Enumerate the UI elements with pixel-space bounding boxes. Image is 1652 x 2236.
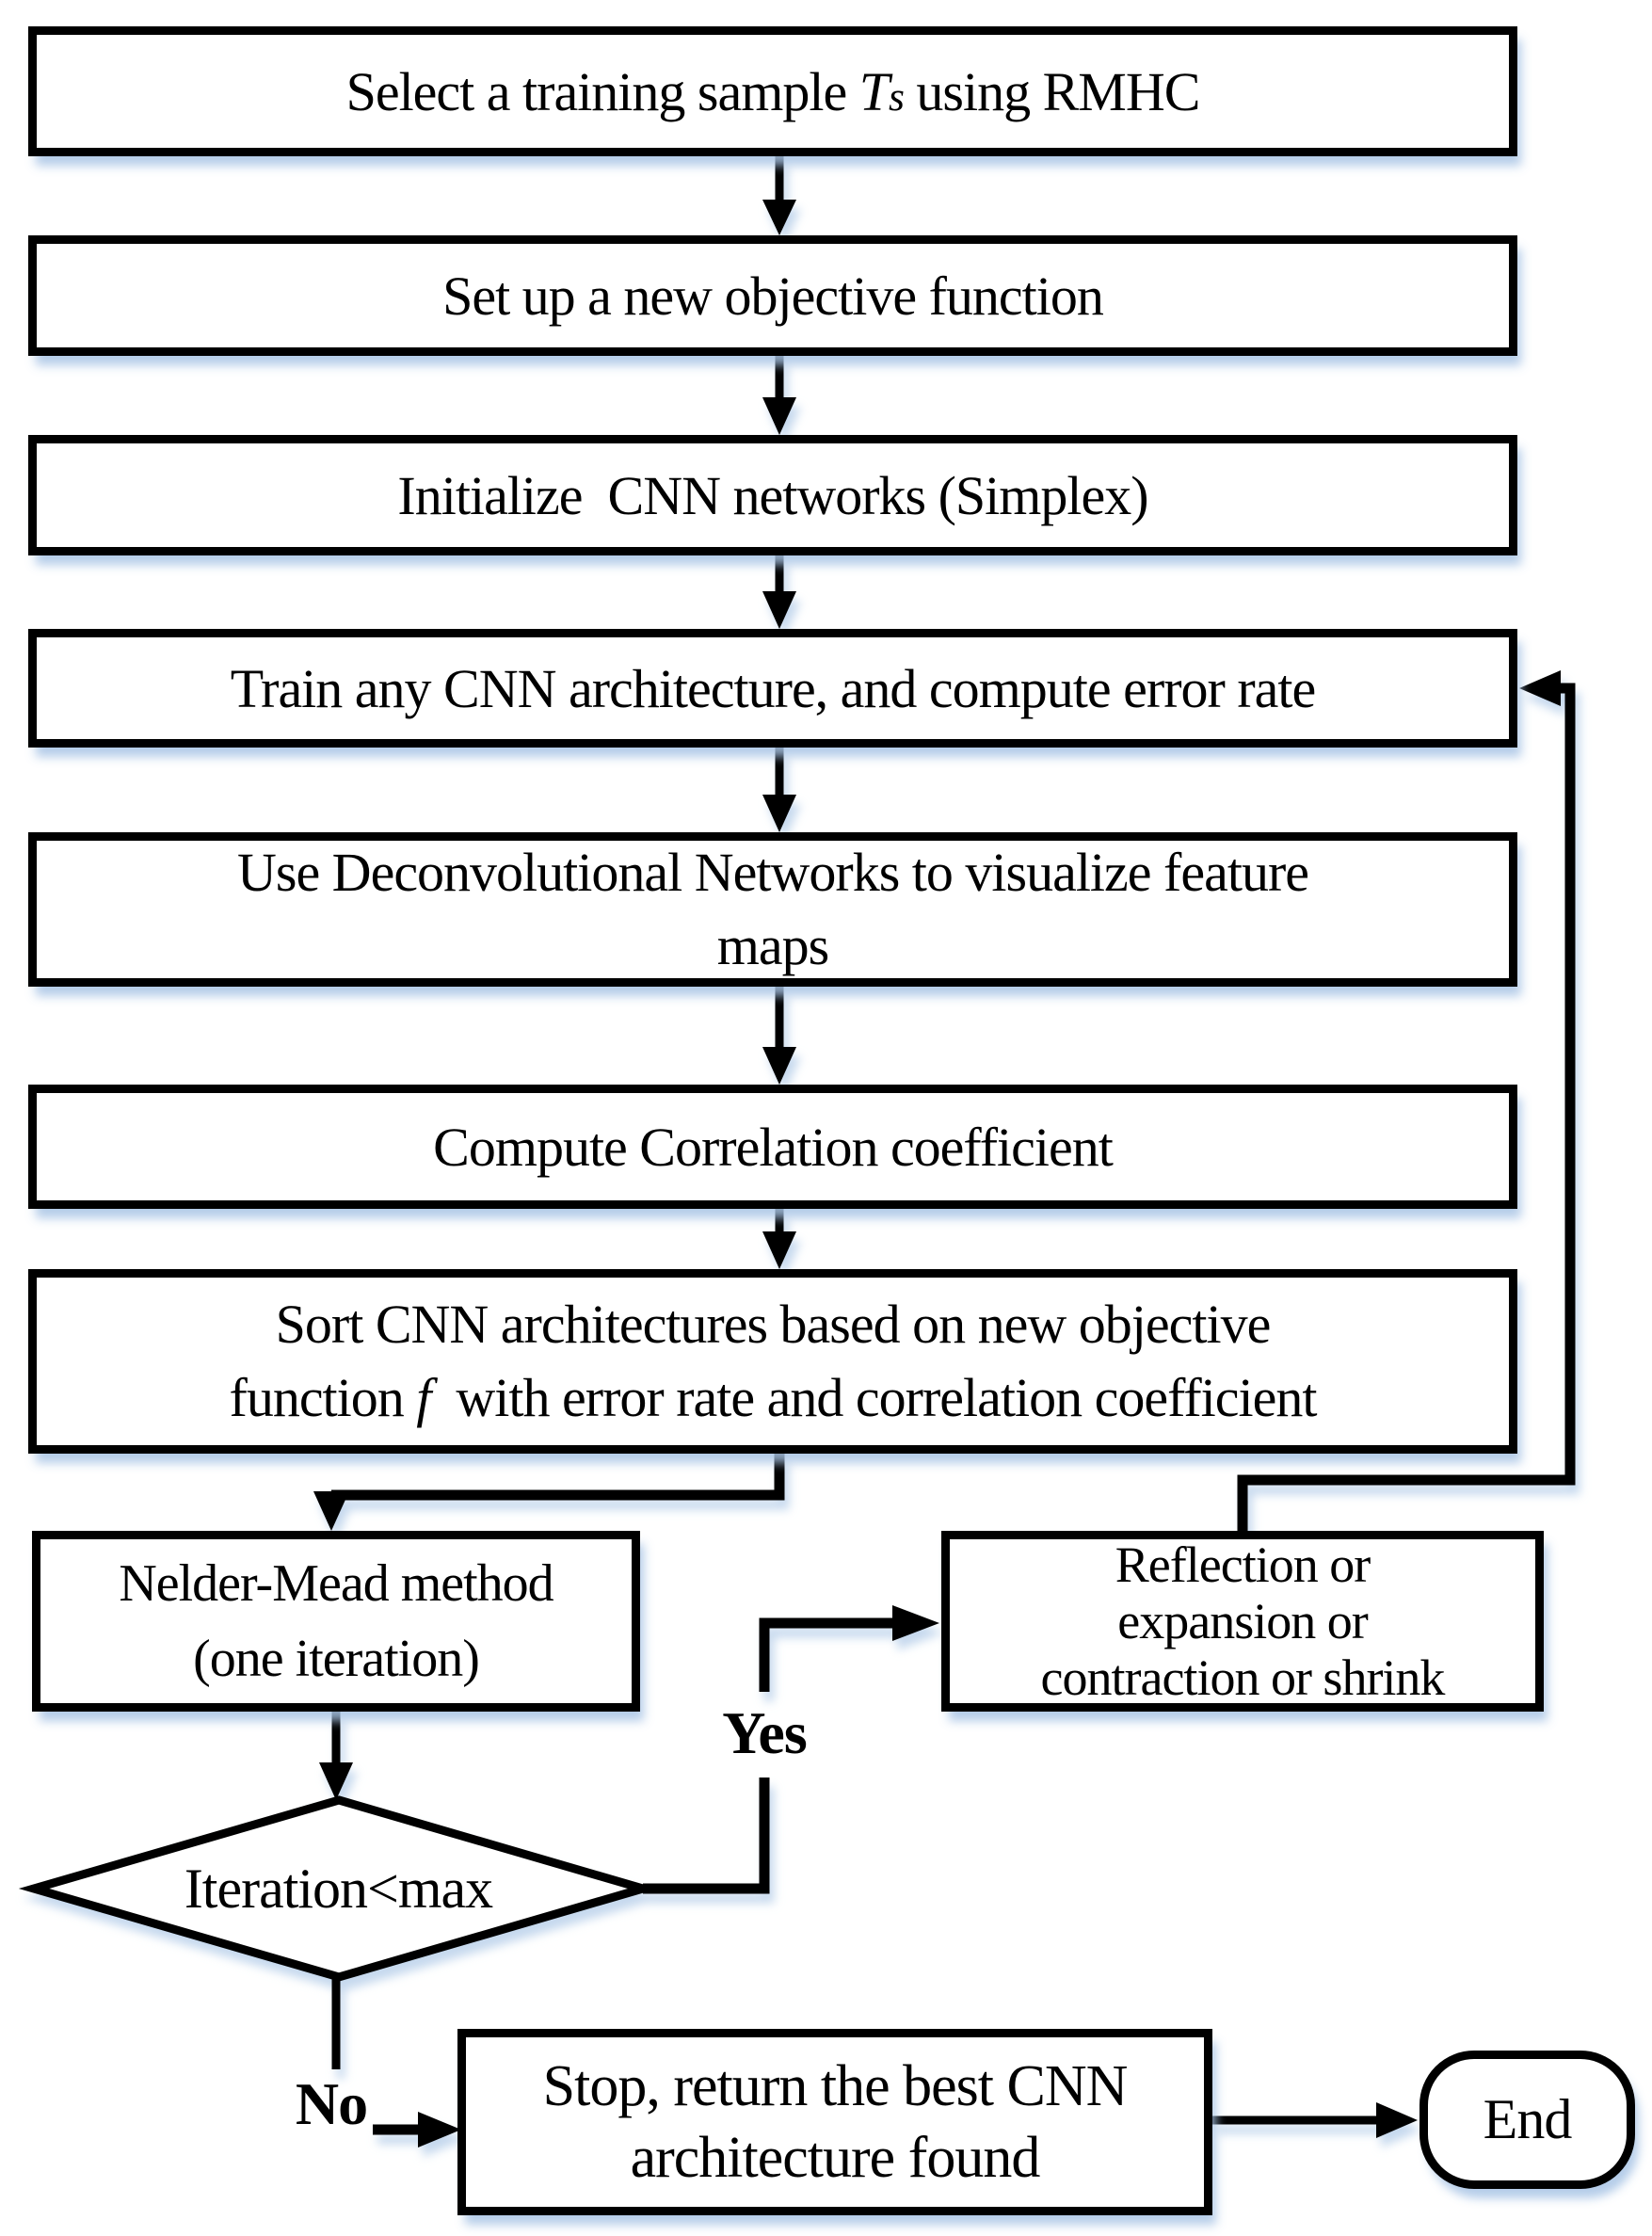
edge-decision-yes-upper: [759, 1617, 896, 1692]
node-sort-architectures: Sort CNN architectures based on new obje…: [28, 1269, 1517, 1454]
edge-label-no: No: [265, 2069, 397, 2139]
arrowhead-into-reflect: [892, 1605, 939, 1641]
decision-label-text: Iteration<max: [184, 1857, 493, 1920]
node-nelder-mead-label: Nelder-Mead method (one iteration): [119, 1546, 553, 1697]
node-reflection-expansion-label: Reflection or expansion or contraction o…: [1040, 1536, 1446, 1706]
node-end-label: End: [1483, 2088, 1573, 2150]
node-train-cnn: Train any CNN architecture, and compute …: [28, 629, 1517, 748]
arrowhead-feedback-into-train: [1519, 670, 1561, 706]
sort-line-2: function f with error rate and correlati…: [229, 1361, 1318, 1435]
node-deconv-visualize-label: Use Deconvolutional Networks to visualiz…: [236, 836, 1309, 983]
node-setup-objective: Set up a new objective function: [28, 235, 1517, 356]
arrowhead-into-end: [1376, 2102, 1418, 2138]
node-stop-return-best: Stop, return the best CNN architecture f…: [457, 2029, 1212, 2215]
sort-line-1: Sort CNN architectures based on new obje…: [275, 1294, 1272, 1355]
sort-label-part: with error rate and correlation coeffici…: [430, 1367, 1317, 1428]
arrowhead-into-nelder: [313, 1491, 349, 1531]
node-setup-objective-label: Set up a new objective function: [442, 265, 1104, 327]
no-label-text: No: [295, 2070, 368, 2137]
arrowhead-into-train: [762, 591, 796, 629]
node-decision-iteration-label: Iteration<max: [34, 1842, 643, 1936]
node-compute-correlation: Compute Correlation coefficient: [28, 1085, 1517, 1209]
select-label-part: using RMHC: [903, 60, 1200, 122]
node-select-sample-label: Select a training sample Ts using RMHC: [345, 60, 1201, 123]
nelder-line-2: (one iteration): [193, 1630, 480, 1688]
node-end-terminator: End: [1419, 2051, 1635, 2189]
edge-sort-to-nelder: [331, 1454, 785, 1501]
node-sort-architectures-label: Sort CNN architectures based on new obje…: [229, 1288, 1318, 1435]
node-compute-correlation-label: Compute Correlation coefficient: [433, 1116, 1114, 1178]
node-train-cnn-label: Train any CNN architecture, and compute …: [230, 657, 1317, 719]
node-initialize-cnn: Initialize CNN networks (Simplex): [28, 435, 1517, 555]
stop-line-1: Stop, return the best CNN: [542, 2054, 1129, 2118]
node-initialize-cnn-label: Initialize CNN networks (Simplex): [397, 464, 1148, 526]
deconv-line-1: Use Deconvolutional Networks to visualiz…: [236, 842, 1309, 903]
select-label-symbol-s: s: [888, 73, 905, 120]
arrowhead-into-corr: [762, 1047, 796, 1085]
decision-diamond: [18, 1795, 659, 1982]
yes-label-text: Yes: [722, 1699, 807, 1766]
reflect-line-3: contraction or shrink: [1040, 1649, 1446, 1706]
sort-label-symbol-f: f: [416, 1367, 431, 1428]
arrowhead-into-setup: [762, 200, 796, 235]
node-stop-return-best-label: Stop, return the best CNN architecture f…: [542, 2051, 1129, 2194]
stop-line-2: architecture found: [630, 2126, 1041, 2190]
deconv-line-2: maps: [716, 915, 829, 976]
sort-label-part: function: [229, 1367, 417, 1428]
arrowhead-into-init: [762, 397, 796, 435]
node-select-sample: Select a training sample Ts using RMHC: [28, 26, 1517, 156]
node-nelder-mead: Nelder-Mead method (one iteration): [32, 1531, 640, 1712]
reflect-line-2: expansion or: [1117, 1593, 1368, 1649]
arrowhead-into-deconv: [762, 795, 796, 832]
arrowhead-into-stop: [418, 2112, 461, 2148]
edge-reflect-feedback-to-train: [1237, 683, 1576, 1531]
edge-label-yes: Yes: [698, 1698, 830, 1768]
node-deconv-visualize: Use Deconvolutional Networks to visualiz…: [28, 832, 1517, 987]
edge-decision-yes-lower: [643, 1778, 770, 1894]
reflect-line-1: Reflection or: [1115, 1536, 1371, 1593]
select-label-symbol-T: T: [858, 60, 890, 122]
nelder-line-1: Nelder-Mead method: [119, 1554, 553, 1613]
select-label-part: Select a training sample: [345, 60, 859, 122]
arrowhead-into-decision: [319, 1762, 353, 1800]
arrowhead-into-sort: [762, 1231, 796, 1269]
node-reflection-expansion: Reflection or expansion or contraction o…: [941, 1531, 1544, 1712]
